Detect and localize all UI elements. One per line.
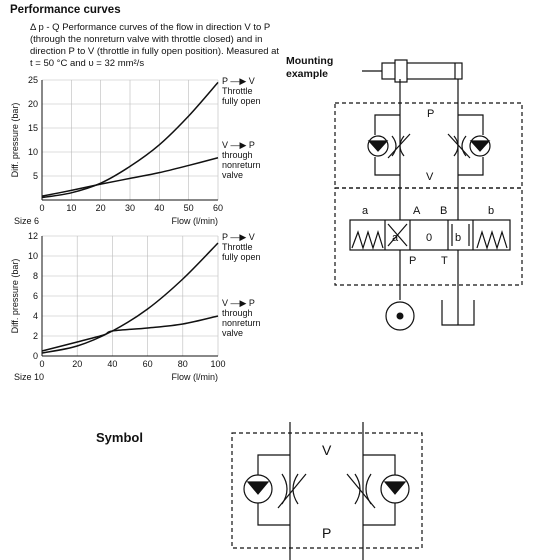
symbol-check-valve-right bbox=[380, 474, 410, 504]
cylinder-body bbox=[381, 62, 463, 80]
cylinder-piston bbox=[394, 59, 408, 83]
y-tick-label: 8 bbox=[33, 271, 38, 281]
y-tick-label: 0 bbox=[33, 351, 38, 361]
mount-label-A: A bbox=[413, 205, 421, 217]
series-label-1: V —▶ P bbox=[222, 298, 255, 308]
x-tick-label: 20 bbox=[72, 359, 82, 369]
symbol-title: Symbol bbox=[96, 430, 143, 445]
y-tick-label: 12 bbox=[28, 231, 38, 241]
mount-label-t: T bbox=[441, 255, 448, 267]
directional-valve bbox=[349, 219, 511, 251]
x-tick-label: 50 bbox=[184, 203, 194, 213]
series-label-1: through bbox=[222, 150, 253, 160]
series-label-0: Throttle bbox=[222, 242, 253, 252]
x-tick-label: 60 bbox=[143, 359, 153, 369]
x-tick-label: 20 bbox=[96, 203, 106, 213]
symbol-check-valve-left bbox=[243, 474, 273, 504]
series-label-0: Throttle bbox=[222, 86, 253, 96]
check-valve-left bbox=[367, 135, 389, 157]
mount-label-a: a bbox=[362, 205, 369, 217]
symbol-diagram: V P bbox=[231, 422, 423, 560]
mounting-example-title: Mounting example bbox=[286, 55, 334, 80]
x-tick-label: 0 bbox=[39, 203, 44, 213]
y-axis-label: Diff. pressure (bar) bbox=[10, 103, 20, 178]
check-valve-right bbox=[469, 135, 491, 157]
mount-label-v: V bbox=[426, 171, 434, 183]
y-tick-label: 6 bbox=[33, 291, 38, 301]
y-tick-label: 5 bbox=[33, 171, 38, 181]
series-label-1: valve bbox=[222, 328, 243, 338]
series-label-1: V —▶ P bbox=[222, 140, 255, 150]
y-tick-label: 25 bbox=[28, 75, 38, 85]
chart-title: Size 10 bbox=[14, 372, 44, 382]
page-heading: Performance curves bbox=[10, 4, 121, 16]
series-label-0: P —▶ V bbox=[222, 76, 255, 86]
chart-title: Size 6 bbox=[14, 216, 39, 226]
x-tick-label: 40 bbox=[154, 203, 164, 213]
x-tick-label: 80 bbox=[178, 359, 188, 369]
series-line-1 bbox=[41, 315, 219, 352]
series-label-0: fully open bbox=[222, 252, 261, 262]
mount-label-p-bottom: P bbox=[409, 255, 416, 267]
series-label-0: fully open bbox=[222, 96, 261, 106]
x-tick-label: 0 bbox=[39, 359, 44, 369]
symbol-label-p: P bbox=[322, 525, 331, 541]
y-axis-label: Diff. pressure (bar) bbox=[10, 259, 20, 334]
y-tick-label: 2 bbox=[33, 331, 38, 341]
pump bbox=[385, 301, 415, 331]
series-label-1: valve bbox=[222, 170, 243, 180]
tank bbox=[441, 300, 475, 326]
x-tick-label: 100 bbox=[210, 359, 225, 369]
series-label-0: P —▶ V bbox=[222, 232, 255, 242]
mount-label-a-inner: a bbox=[392, 232, 399, 244]
x-tick-label: 30 bbox=[125, 203, 135, 213]
x-axis-label: Flow (l/min) bbox=[172, 372, 219, 382]
x-axis-label: Flow (l/min) bbox=[172, 216, 219, 226]
x-tick-label: 60 bbox=[213, 203, 223, 213]
mount-label-b-inner: b bbox=[455, 232, 461, 244]
y-tick-label: 4 bbox=[33, 311, 38, 321]
mount-label-b: b bbox=[488, 205, 494, 217]
mount-label-p-top: P bbox=[427, 108, 434, 120]
series-label-1: nonreturn bbox=[222, 160, 261, 170]
directional-valve-frame bbox=[334, 187, 523, 286]
series-line-1 bbox=[41, 157, 219, 197]
series-label-1: through bbox=[222, 308, 253, 318]
x-tick-label: 40 bbox=[107, 359, 117, 369]
y-tick-label: 10 bbox=[28, 251, 38, 261]
y-tick-label: 20 bbox=[28, 99, 38, 109]
mount-label-zero: 0 bbox=[426, 232, 432, 244]
series-line-0 bbox=[41, 81, 219, 199]
x-tick-label: 10 bbox=[66, 203, 76, 213]
curves-description: Δ p - Q Performance curves of the flow i… bbox=[30, 22, 280, 69]
mounting-diagram: P V a b A B a 0 b P T bbox=[334, 59, 523, 331]
mount-label-B: B bbox=[440, 205, 447, 217]
symbol-label-v: V bbox=[322, 442, 332, 458]
series-line-0 bbox=[41, 242, 219, 354]
y-tick-label: 10 bbox=[28, 147, 38, 157]
series-label-1: nonreturn bbox=[222, 318, 261, 328]
y-tick-label: 15 bbox=[28, 123, 38, 133]
